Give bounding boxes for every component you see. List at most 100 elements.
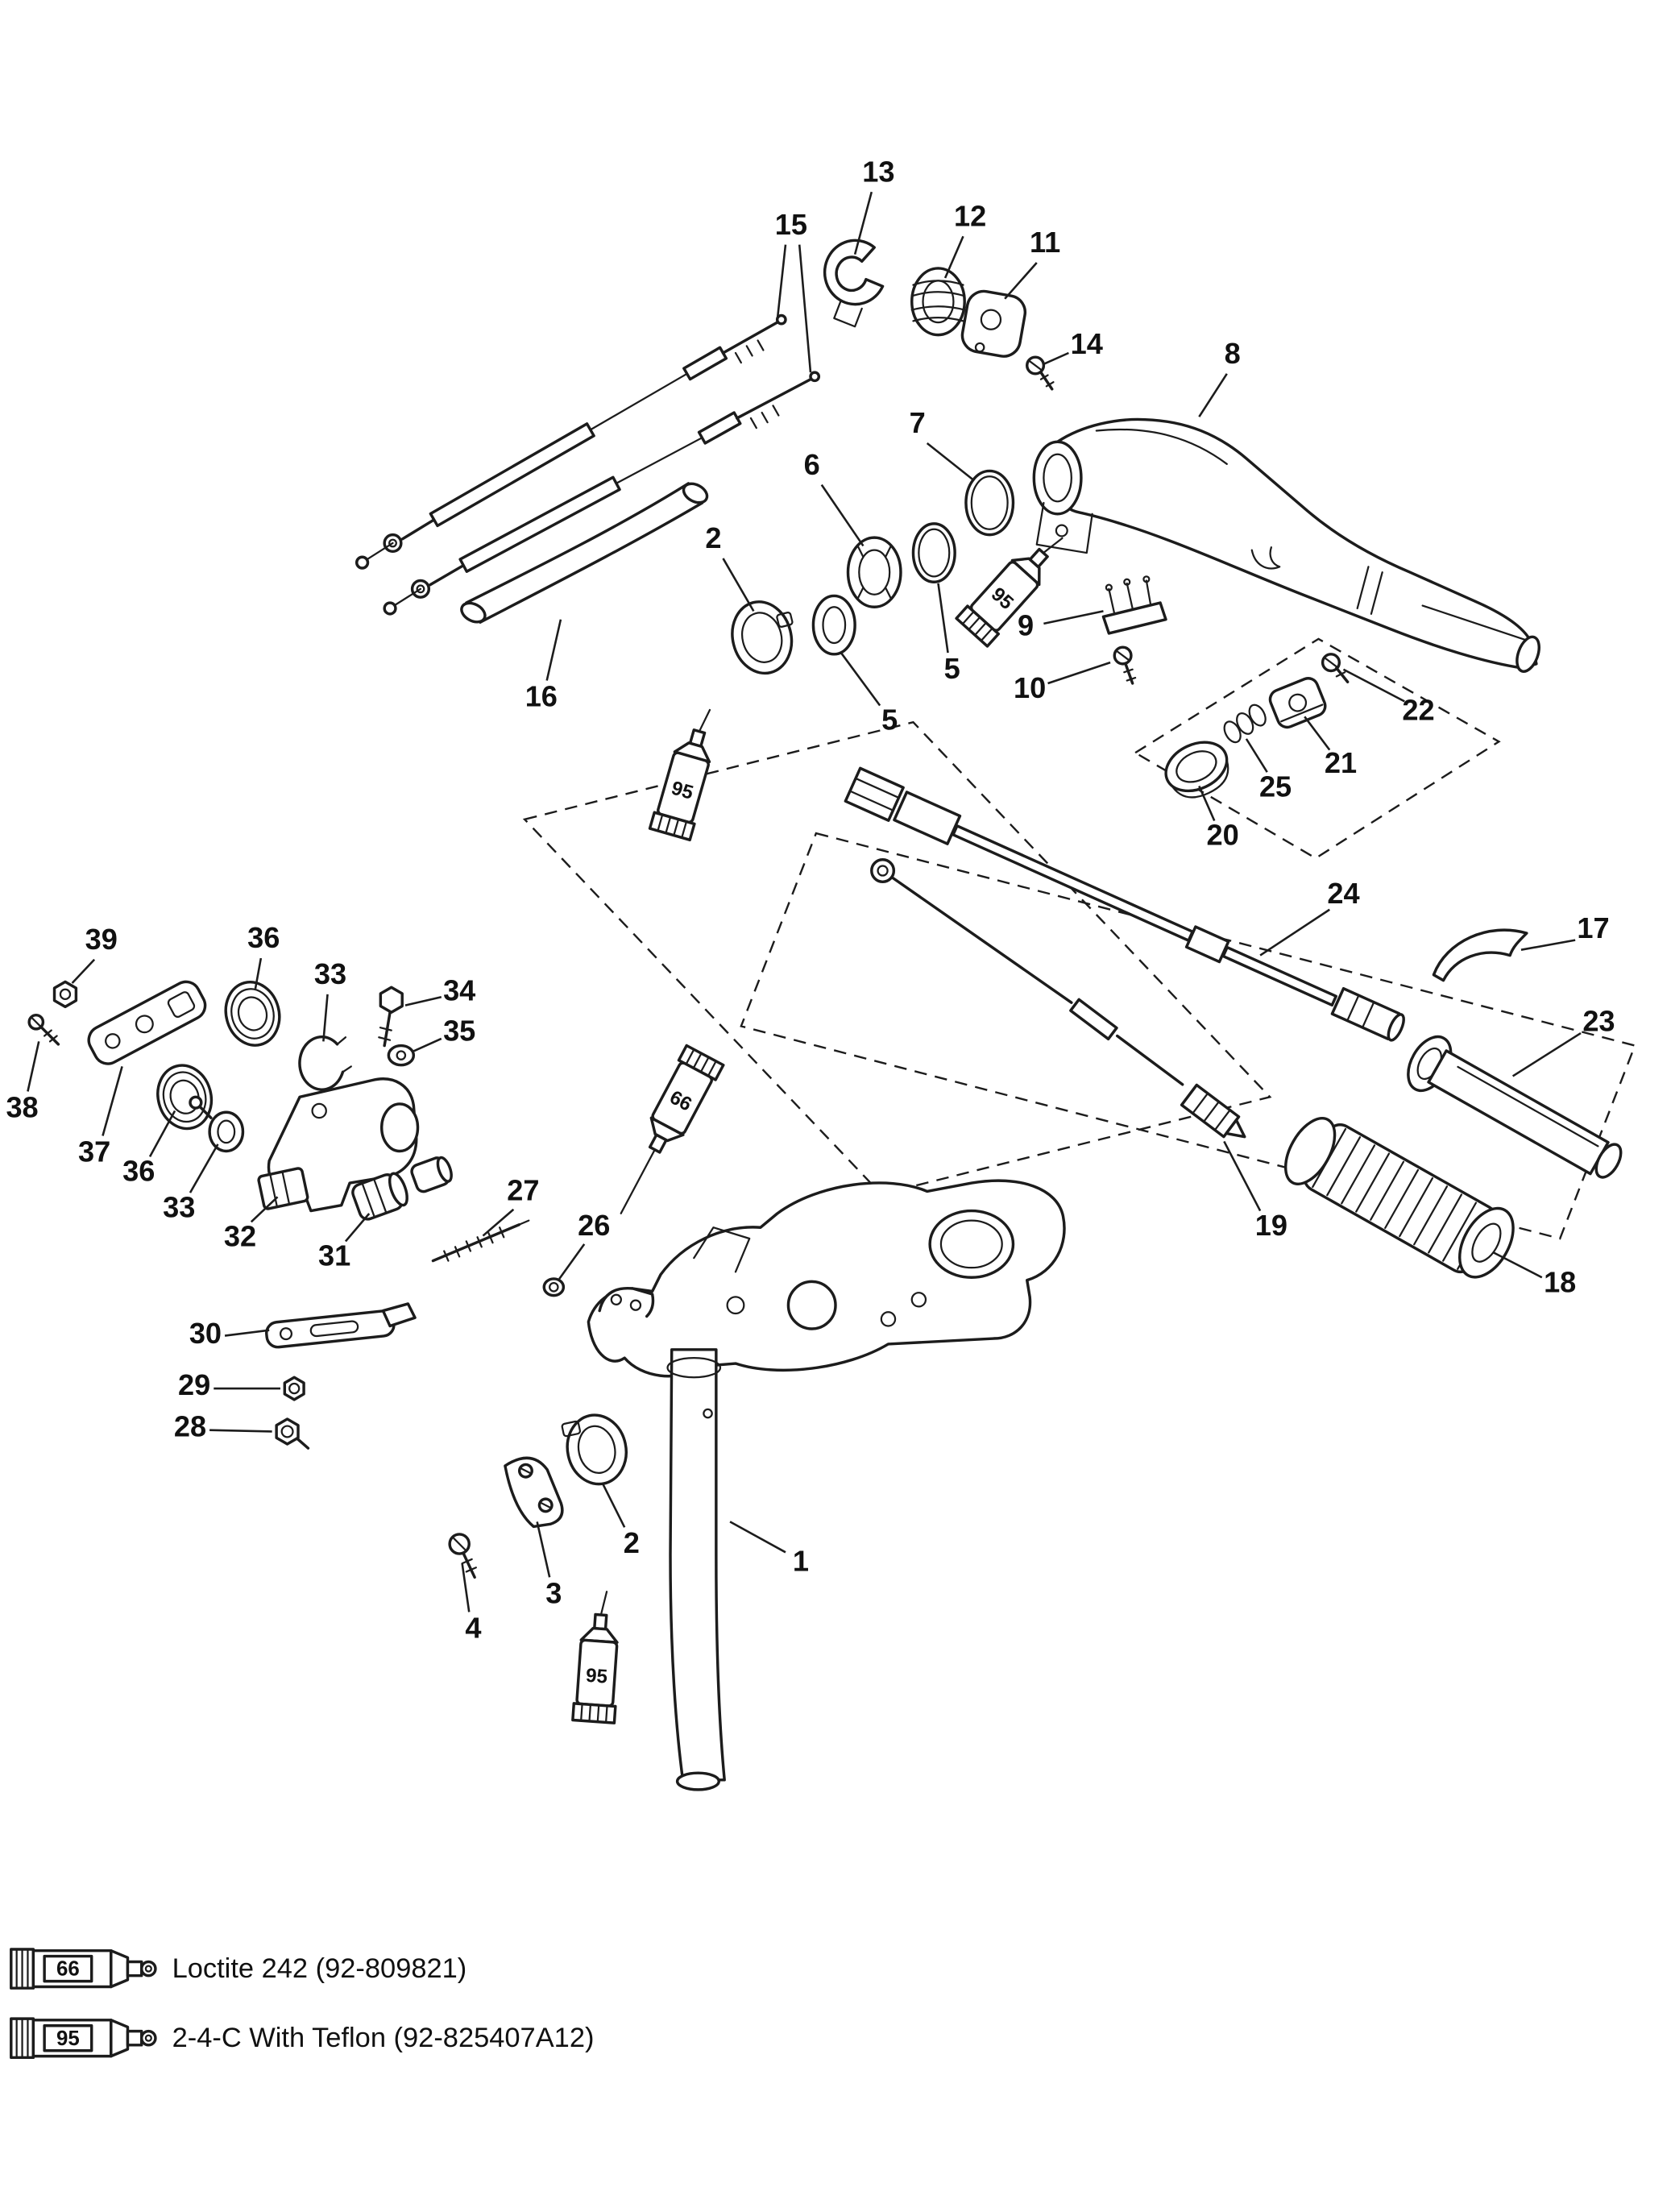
- leader-line-17: [1520, 939, 1576, 951]
- part-2-bushing-upper: [731, 600, 794, 675]
- part-36-grommet-a: [224, 981, 281, 1047]
- callout-6: 6: [804, 448, 820, 481]
- part-28-bolt: [275, 1417, 310, 1450]
- part-39-nut: [52, 980, 78, 1009]
- leader-line-18: [1492, 1251, 1543, 1279]
- part-10-screw: [1113, 645, 1137, 685]
- callout-1: 1: [793, 1545, 809, 1578]
- part-5-washer: [811, 594, 856, 656]
- callout-3: 3: [545, 1576, 562, 1609]
- callout-14: 14: [1071, 327, 1103, 360]
- callout-9: 9: [1018, 609, 1034, 642]
- callout-37: 37: [78, 1135, 110, 1168]
- leader-line-25: [1245, 738, 1268, 773]
- leader-line-11: [1004, 262, 1038, 300]
- callout-22: 22: [1402, 694, 1434, 727]
- part-18-throttle-grip: [1283, 1117, 1515, 1279]
- legend-text-95: 2-4-C With Teflon (92-825407A12): [172, 2023, 595, 2053]
- part-5-oring: [911, 522, 956, 583]
- lubricant-tube-95-handle: 95: [955, 537, 1064, 648]
- callout-17: 17: [1577, 911, 1609, 944]
- leader-line-14: [1043, 351, 1069, 365]
- leader-line-36: [254, 957, 263, 990]
- callout-32: 32: [224, 1220, 256, 1253]
- legend: 66 Loctite 242 (92-809821) 95 2-4-C With…: [10, 1948, 595, 2060]
- callout-34: 34: [443, 974, 475, 1007]
- handle-front-bore: [1032, 440, 1083, 516]
- part-38-screw: [27, 1013, 60, 1046]
- callout-16: 16: [525, 679, 558, 712]
- part-20-detent-cap: [1164, 741, 1229, 799]
- leader-line-7: [926, 442, 976, 482]
- part-3-retainer-plate: [504, 1456, 564, 1529]
- part-17-friction-clip: [1432, 928, 1528, 982]
- part-16-tube: [460, 482, 709, 624]
- dashed-box-handle-assembly: [740, 832, 1636, 1240]
- part-9-cable-anchor: [1101, 575, 1167, 635]
- dashed-guide-boxes: [522, 637, 1636, 1240]
- leader-line-39: [71, 958, 96, 984]
- leader-line-28: [209, 1429, 272, 1433]
- lubricant-tube-95-shaft: 95: [571, 1591, 619, 1724]
- part-36-grommet-b: [156, 1064, 214, 1131]
- leader-line-21: [1304, 716, 1331, 751]
- legend-text-66: Loctite 242 (92-809821): [172, 1953, 467, 1984]
- part-30-link-plate: [265, 1302, 417, 1349]
- callout-12: 12: [954, 199, 986, 232]
- leader-line-2: [722, 558, 755, 612]
- part-24-steering-link: [844, 766, 1405, 1042]
- callout-5: 5: [881, 703, 898, 737]
- steering-shaft: [669, 1348, 726, 1782]
- leader-line-13: [853, 191, 873, 255]
- cable-sheath: [429, 422, 595, 528]
- leader-line-15: [776, 244, 787, 322]
- leader-line-20: [1198, 785, 1216, 822]
- leader-line-34: [404, 996, 442, 1006]
- callout-13: 13: [862, 155, 894, 188]
- leader-line-33: [322, 994, 329, 1042]
- leader-line-35: [413, 1037, 442, 1052]
- callout-30: 30: [189, 1317, 222, 1350]
- callout-38: 38: [6, 1090, 38, 1123]
- callout-24: 24: [1327, 877, 1359, 910]
- leader-line-30: [224, 1329, 270, 1337]
- part-21-clamp-block: [1268, 677, 1327, 729]
- leader-line-12: [943, 235, 964, 279]
- callout-33: 33: [314, 957, 346, 990]
- callout-21: 21: [1325, 746, 1357, 779]
- leader-line-4: [461, 1563, 471, 1612]
- lubricant-tube-95-rings: 95: [648, 708, 711, 842]
- callout-23: 23: [1582, 1005, 1615, 1038]
- legend-code-66: 66: [56, 1958, 80, 1981]
- leader-line-10: [1047, 661, 1111, 685]
- callout-28: 28: [174, 1410, 206, 1443]
- part-33-clamp-b: [189, 1095, 245, 1153]
- tube-label-95: 95: [585, 1665, 608, 1688]
- callout-2: 2: [624, 1526, 640, 1559]
- callout-8: 8: [1225, 337, 1241, 370]
- part-6-castellated-ring: [846, 536, 902, 608]
- leader-line-5: [937, 583, 949, 654]
- part-29-nut: [283, 1376, 305, 1401]
- leader-line-16: [545, 619, 562, 681]
- callout-4: 4: [465, 1611, 481, 1644]
- callout-20: 20: [1206, 819, 1238, 852]
- leader-line-8: [1198, 373, 1228, 417]
- part-7-oring: [964, 469, 1015, 537]
- leader-line-31: [344, 1213, 371, 1243]
- part-12-ribbed-bushing: [910, 267, 966, 337]
- leader-line-9: [1043, 610, 1104, 625]
- part-35-washer: [387, 1044, 416, 1067]
- part-27-threaded-rod: [431, 1219, 530, 1263]
- part-11-cam-plate: [960, 289, 1027, 358]
- leader-line-22: [1342, 668, 1405, 703]
- legend-code-95: 95: [56, 2027, 80, 2050]
- part-2-bushing-lower: [561, 1413, 628, 1486]
- callout-39: 39: [85, 923, 118, 956]
- leader-line-5: [840, 652, 881, 707]
- part-14-screw: [1025, 355, 1055, 391]
- part-15-throttle-cables: [355, 313, 821, 616]
- callout-35: 35: [443, 1015, 475, 1048]
